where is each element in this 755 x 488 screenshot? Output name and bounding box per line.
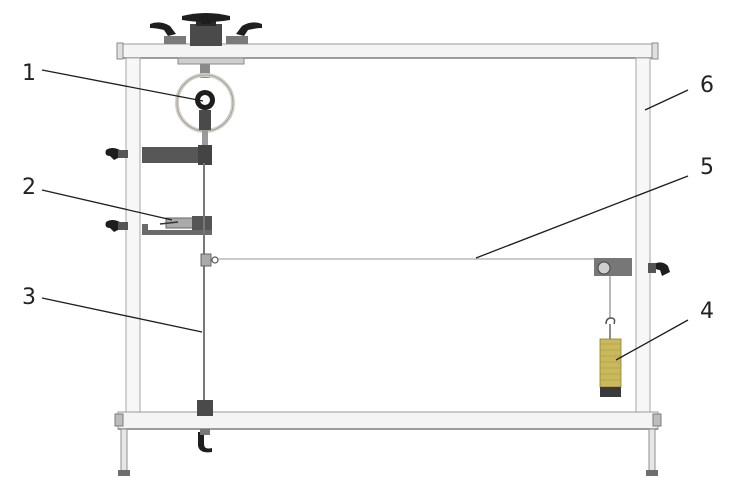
top-bar xyxy=(118,43,658,59)
lower-clamp-knob-icon xyxy=(105,220,122,232)
top-lever-right-icon xyxy=(236,22,262,36)
leader-2 xyxy=(41,189,173,221)
upper-arm-knob-icon xyxy=(105,148,122,160)
callout-6: 6 xyxy=(700,73,714,98)
upper-arm xyxy=(105,145,212,165)
frame xyxy=(114,42,662,476)
right-post xyxy=(635,57,651,413)
callout-1: 1 xyxy=(22,61,36,86)
callout-5: 5 xyxy=(700,155,714,180)
left-post xyxy=(125,57,141,413)
right-foot xyxy=(646,428,658,476)
leader-4 xyxy=(615,319,689,361)
bottom-anchor-knob-icon xyxy=(198,432,212,453)
leader-3 xyxy=(41,297,203,333)
lower-clamp xyxy=(105,216,212,235)
callout-3: 3 xyxy=(22,285,36,310)
leader-1 xyxy=(41,69,204,102)
callout-2: 2 xyxy=(22,175,36,200)
left-foot xyxy=(118,428,130,476)
hanging-weight xyxy=(599,276,622,397)
callout-leaders xyxy=(41,69,689,361)
top-lever-left-icon xyxy=(150,22,176,36)
leader-5 xyxy=(475,175,689,259)
leader-6 xyxy=(644,89,689,111)
torsion-head xyxy=(175,64,235,148)
top-knob-center-icon xyxy=(182,13,230,22)
pulley xyxy=(594,258,670,276)
pulley-knob-icon xyxy=(654,262,670,276)
callout-4: 4 xyxy=(700,299,714,324)
top-clamp xyxy=(150,13,262,65)
